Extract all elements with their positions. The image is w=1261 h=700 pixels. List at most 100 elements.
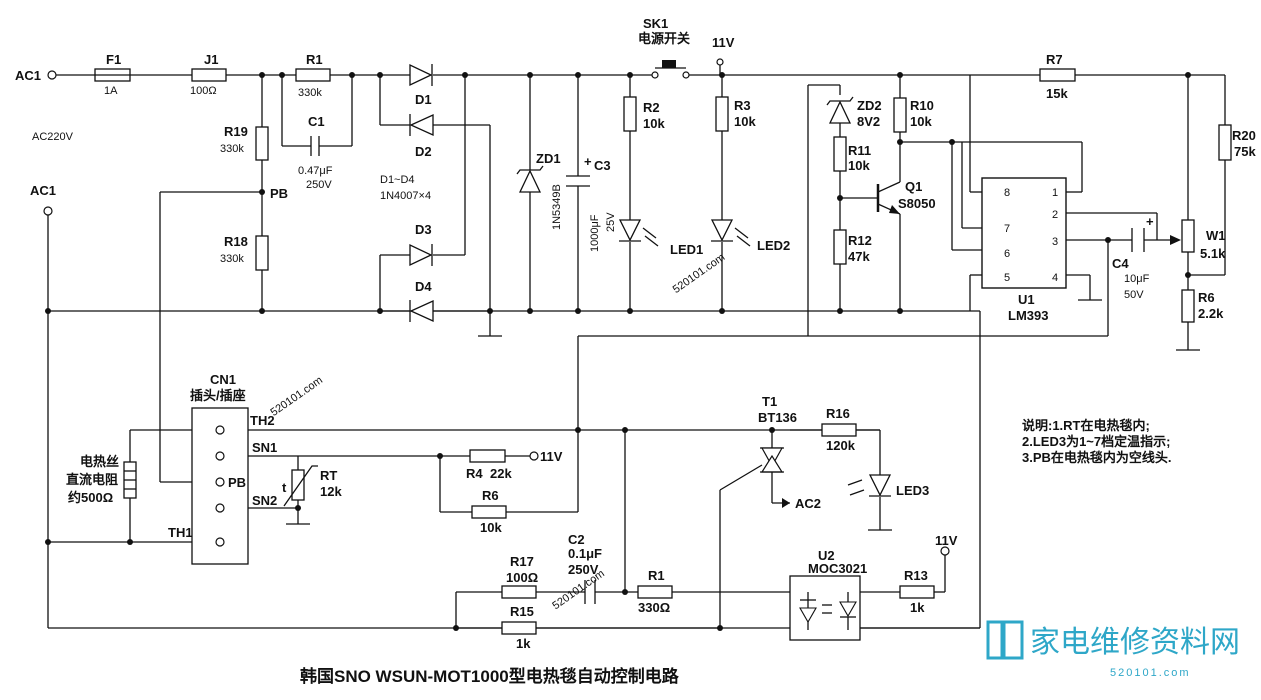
svg-text:22k: 22k [490, 466, 512, 481]
svg-text:LM393: LM393 [1008, 308, 1048, 323]
svg-text:10k: 10k [734, 114, 756, 129]
svg-text:SN1: SN1 [252, 440, 277, 455]
resistor-r15: R15 1k [501, 604, 537, 651]
svg-text:LED3: LED3 [896, 483, 929, 498]
svg-text:D2: D2 [415, 144, 432, 159]
resistor-r3: R3 10k [715, 96, 756, 132]
svg-text:10k: 10k [480, 520, 502, 535]
svg-text:BT136: BT136 [758, 410, 797, 425]
resistor-r11: R11 10k [833, 136, 871, 173]
svg-text:2: 2 [1052, 209, 1058, 221]
svg-text:25V: 25V [605, 212, 617, 232]
v11-top-label: 11V [712, 35, 735, 50]
svg-text:6: 6 [1004, 248, 1010, 260]
resistor-r10: R10 10k [893, 97, 934, 133]
resistor-r1-bottom: R1 330Ω [637, 568, 673, 615]
svg-text:250V: 250V [568, 562, 599, 577]
potentiometer-w1: W1 5.1k [1170, 219, 1226, 261]
diode-d3: D3 [409, 222, 433, 267]
svg-text:U1: U1 [1018, 292, 1035, 307]
diode-d1: D1 [409, 63, 433, 107]
svg-text:TH1: TH1 [168, 525, 193, 540]
svg-text:ZD1: ZD1 [536, 151, 561, 166]
svg-text:330k: 330k [298, 87, 322, 99]
svg-text:1k: 1k [516, 636, 531, 651]
svg-text:LED2: LED2 [757, 238, 790, 253]
v11-bottom-label: 11V [935, 533, 958, 548]
wires [47, 74, 1226, 629]
thermistor-rt: t RT 12k [282, 465, 342, 507]
resistor-r6-bottom: R6 10k [471, 488, 507, 535]
capacitor-c2: C2 0.1μF 250V [568, 532, 602, 604]
notes: 说明:1.RT在电热毯内; 2.LED3为1~7档定温指示; 3.PB在电热毯内… [1022, 418, 1172, 465]
ac-voltage-label: AC220V [32, 131, 74, 143]
svg-text:+: + [1146, 214, 1154, 229]
svg-text:12k: 12k [320, 484, 342, 499]
svg-text:J1: J1 [204, 52, 218, 67]
svg-text:F1: F1 [106, 52, 121, 67]
v11-top-terminal [716, 58, 724, 66]
note-2: 2.LED3为1~7档定温指示; [1022, 434, 1170, 449]
diode-note-1: D1~D4 [380, 174, 415, 186]
svg-text:R6: R6 [482, 488, 499, 503]
zener-zd1: ZD1 1N5349B [516, 151, 563, 230]
svg-text:插头/插座: 插头/插座 [190, 388, 246, 403]
svg-text:C3: C3 [594, 158, 611, 173]
ac1-bottom-label: AC1 [30, 183, 56, 198]
svg-text:SK1: SK1 [643, 16, 668, 31]
svg-text:8: 8 [1004, 187, 1010, 199]
svg-text:100Ω: 100Ω [190, 85, 217, 97]
svg-text:R6: R6 [1198, 290, 1215, 305]
svg-text:MOC3021: MOC3021 [808, 561, 867, 576]
svg-text:t: t [282, 480, 287, 495]
zener-zd2: ZD2 8V2 [826, 96, 882, 129]
v11-bottom-terminal [940, 546, 950, 556]
transistor-q1: Q1 S8050 [876, 179, 936, 215]
svg-text:R19: R19 [224, 124, 248, 139]
triac-t1: T1 BT136 [758, 394, 797, 508]
svg-text:C4: C4 [1112, 256, 1129, 271]
ac1-top-label: AC1 [15, 68, 41, 83]
svg-text:SN2: SN2 [252, 493, 277, 508]
connector-cn1: CN1 插头/插座 TH2 SN1 PB SN2 TH1 [168, 372, 277, 565]
svg-text:5: 5 [1004, 272, 1010, 284]
svg-text:TH2: TH2 [250, 413, 275, 428]
svg-text:PB: PB [228, 475, 246, 490]
svg-text:R7: R7 [1046, 52, 1063, 67]
svg-text:R4: R4 [466, 466, 483, 481]
junctions [45, 72, 1191, 631]
svg-text:C1: C1 [308, 114, 325, 129]
ic-u1: 8 1 2 3 7 6 5 4 U1 LM393 [981, 177, 1067, 323]
svg-text:10k: 10k [643, 116, 665, 131]
svg-text:S8050: S8050 [898, 196, 936, 211]
ac1-top-terminal [47, 70, 57, 80]
ac2-label: AC2 [795, 496, 821, 511]
capacitor-c4: + C4 10μF 50V [1112, 214, 1154, 301]
svg-text:U2: U2 [818, 548, 835, 563]
resistor-r19: R19 330k [220, 124, 269, 161]
svg-text:10μF: 10μF [1124, 273, 1150, 285]
resistor-r17: R17 100Ω [501, 554, 538, 599]
svg-text:10k: 10k [848, 158, 870, 173]
svg-text:7: 7 [1004, 223, 1010, 235]
svg-text:R1: R1 [648, 568, 665, 583]
led-led1: LED1 [618, 219, 703, 257]
svg-text:R13: R13 [904, 568, 928, 583]
svg-text:R10: R10 [910, 98, 934, 113]
svg-text:R20: R20 [1232, 128, 1256, 143]
svg-text:约500Ω: 约500Ω [68, 490, 113, 505]
svg-text:W1: W1 [1206, 228, 1226, 243]
svg-text:Q1: Q1 [905, 179, 922, 194]
diode-d2: D2 [409, 113, 434, 159]
svg-text:5.1k: 5.1k [1200, 246, 1226, 261]
svg-text:100Ω: 100Ω [506, 570, 538, 585]
capacitor-c1: C1 0.47μF 250V [298, 114, 333, 191]
watermark-text: 520101.com [268, 374, 324, 419]
led-led2: LED2 [710, 219, 790, 253]
diode-d4: D4 [409, 279, 434, 323]
svg-text:+: + [584, 154, 592, 169]
pb-node-label: PB [270, 186, 288, 201]
diode-note-2: 1N4007×4 [380, 190, 431, 202]
fuse-f1: F1 1A [94, 52, 131, 97]
